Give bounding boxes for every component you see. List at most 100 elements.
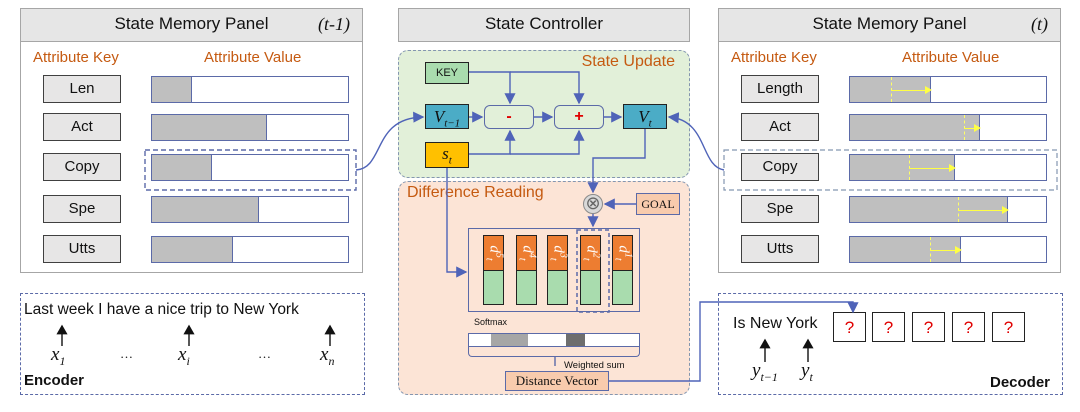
encoder-sentence: Last week I have a nice trip to New York [24, 301, 299, 318]
panel-title: State Memory Panel [812, 14, 967, 33]
subtract-op: - [484, 105, 534, 129]
difference-cell-bottom [580, 270, 601, 305]
attribute-value-bar [151, 76, 349, 103]
difference-cell-top: d1t [612, 235, 633, 271]
d-base: d [615, 245, 631, 253]
add-label: + [574, 108, 584, 125]
difference-matrix [468, 228, 640, 312]
attribute-key-header: Attribute Key [33, 49, 119, 66]
memory-panel-current-header: State Memory Panel (t) [719, 9, 1060, 42]
add-op: + [554, 105, 604, 129]
multiply-op: ⊗ [583, 194, 603, 214]
value-shift-arrow-icon [891, 85, 933, 94]
encoder-token: xi [178, 344, 190, 369]
unknown-output-slot: ? [912, 312, 945, 342]
token-sub: n [328, 353, 335, 368]
softmax-weight-segment [565, 334, 585, 346]
attribute-value-bar [849, 154, 1047, 181]
d-base: d [486, 245, 502, 253]
difference-cell-label: d3t [547, 245, 568, 260]
unknown-output-slot: ? [992, 312, 1025, 342]
d-sup: 5 [493, 252, 504, 258]
token-sub: i [186, 353, 190, 368]
token-base: x [320, 344, 329, 365]
v-t-sub: t [648, 117, 652, 130]
encoder-token: xn [320, 344, 334, 369]
v-t-base: V [638, 107, 649, 126]
d-sub: t [547, 257, 558, 261]
key-node-label: KEY [435, 67, 458, 79]
memory-panel-prev: State Memory Panel (t-1) Attribute Key A… [20, 8, 363, 273]
attribute-key-length: Length [741, 75, 819, 103]
difference-cell-top: d3t [547, 235, 568, 271]
state-controller-header: State Controller [398, 8, 690, 42]
attribute-value-fill [152, 197, 259, 222]
d-sub: t [612, 257, 623, 261]
encoder-label: Encoder [24, 372, 85, 389]
value-shift-arrow-icon [908, 163, 956, 172]
difference-cell-top: d2t [580, 235, 601, 271]
difference-cell-label: d4t [516, 245, 537, 260]
unknown-output-slot: ? [952, 312, 985, 342]
attribute-key-utts: Utts [43, 235, 121, 263]
attribute-value-fill [152, 77, 193, 102]
attribute-key-len: Len [43, 75, 121, 103]
attribute-value-fill [152, 155, 212, 180]
token-sub: t−1 [760, 369, 778, 384]
goal-node: GOAL [636, 193, 680, 215]
softmax-bar [468, 333, 640, 347]
v-t-node: Vt [623, 104, 667, 129]
decoder-label: Decoder [990, 374, 1051, 391]
subtract-label: - [506, 108, 512, 125]
token-base: x [178, 344, 187, 365]
d-base: d [550, 245, 566, 253]
attribute-value-header: Attribute Value [204, 49, 302, 66]
encoder-token: … [258, 346, 271, 366]
encoder-token: x1 [51, 344, 65, 369]
decoder-token: yt [801, 360, 813, 385]
d-base: d [519, 245, 535, 253]
attribute-key-spe: Spe [43, 195, 121, 223]
goal-label: GOAL [641, 197, 675, 211]
multiply-icon: ⊗ [585, 193, 601, 213]
attribute-key-act: Act [741, 113, 819, 141]
key-node: KEY [425, 62, 469, 84]
token-base: x [51, 344, 60, 365]
difference-cell-top: d5t [483, 235, 504, 271]
d-sub: t [516, 257, 527, 261]
token-base: … [258, 346, 271, 361]
difference-cell-label: d5t [483, 245, 504, 260]
decoder-prefix: Is New York [733, 315, 818, 332]
attribute-key-act: Act [43, 113, 121, 141]
attribute-value-header: Attribute Value [902, 49, 1000, 66]
difference-cell-bottom [483, 270, 504, 305]
attribute-key-spe: Spe [741, 195, 819, 223]
d-sub: t [580, 257, 591, 261]
softmax-label: Softmax [474, 317, 508, 327]
d-sup: 2 [590, 252, 601, 258]
encoder-box [20, 293, 365, 395]
token-sub: 1 [59, 353, 66, 368]
unknown-output-slot: ? [833, 312, 866, 342]
attribute-value-bar [151, 236, 349, 263]
v-prev-base: V [433, 107, 445, 126]
attribute-key-utts: Utts [741, 235, 819, 263]
difference-cell-label: d1t [612, 245, 633, 260]
attribute-value-fill [152, 237, 234, 262]
weighted-sum-label: Weighted sum [564, 360, 625, 371]
d-sub: t [483, 257, 494, 261]
v-prev-node: Vt−1 [425, 104, 469, 129]
attribute-key-copy: Copy [43, 153, 121, 181]
panel-timestep: (t-1) [318, 14, 350, 34]
token-base: … [120, 346, 133, 361]
attribute-value-bar [151, 196, 349, 223]
panel-title: State Memory Panel [114, 14, 269, 33]
d-base: d [583, 245, 599, 253]
attribute-value-bar [849, 196, 1047, 223]
attribute-value-bar [849, 114, 1047, 141]
attribute-value-bar [151, 154, 349, 181]
weighted-sum-bracket [468, 347, 640, 357]
value-shift-arrow-icon [957, 205, 1009, 214]
difference-reading-title: Difference Reading [407, 184, 544, 201]
attribute-key-copy: Copy [741, 153, 819, 181]
